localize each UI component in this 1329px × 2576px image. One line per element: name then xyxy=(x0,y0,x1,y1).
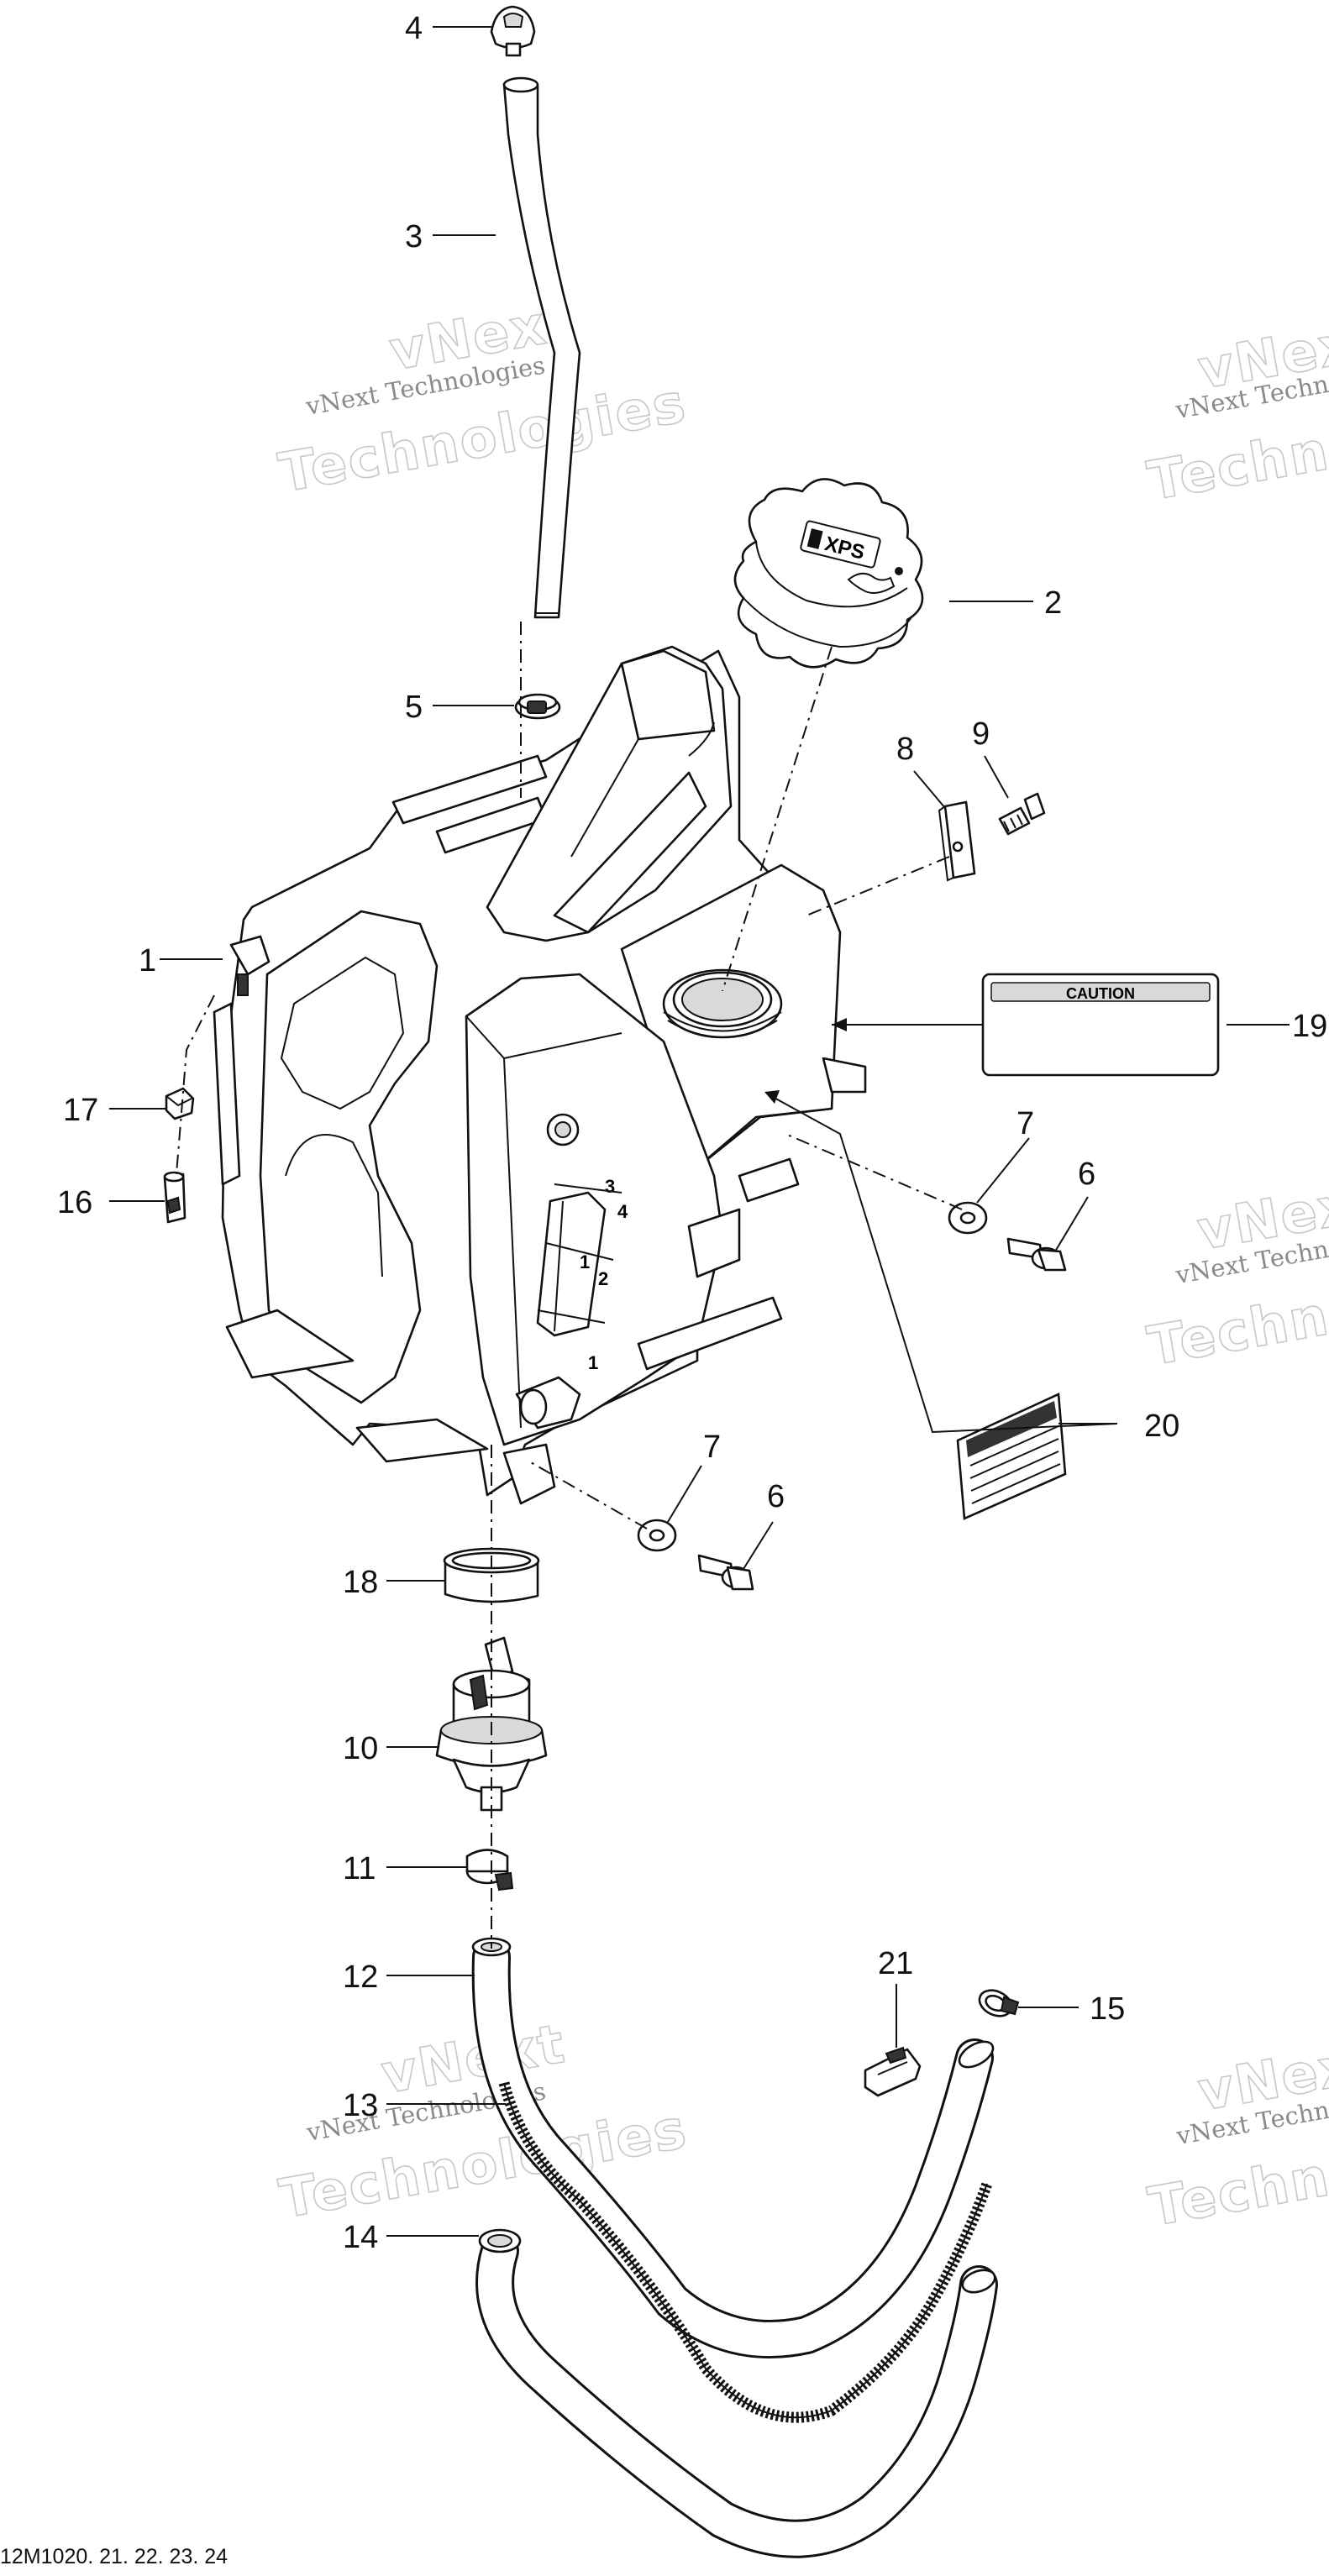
callout-15: 15 xyxy=(1090,1991,1125,2027)
callout-11: 11 xyxy=(343,1851,376,1886)
part-14-hose xyxy=(475,2228,998,2558)
callout-9: 9 xyxy=(972,716,990,752)
part-5-clamp xyxy=(514,693,561,720)
svg-text:1: 1 xyxy=(580,1251,590,1272)
caution-label-text: CAUTION xyxy=(1066,985,1135,1002)
callout-2: 2 xyxy=(1044,585,1062,621)
callout-17: 17 xyxy=(63,1093,98,1128)
callout-18: 18 xyxy=(343,1565,378,1600)
callout-leaders xyxy=(109,26,1290,2237)
svg-text:1: 1 xyxy=(588,1352,598,1373)
part-1-oil-tank: 3 4 1 2 1 xyxy=(213,645,867,1505)
part-8-bracket xyxy=(938,800,976,882)
part-3-vent-hose xyxy=(502,76,581,619)
callout-14: 14 xyxy=(343,2220,378,2255)
watermark-group: vNext vNext Technologies Technologies xyxy=(1143,1169,1329,1379)
part-7-washer xyxy=(637,1519,677,1552)
part-12-hose xyxy=(471,1937,995,2358)
part-2-oil-cap: XPS xyxy=(733,478,924,669)
callout-6: 6 xyxy=(767,1479,785,1514)
callout-8: 8 xyxy=(896,732,914,767)
assembly-lines xyxy=(176,622,963,1949)
part-11-clamp xyxy=(465,1849,514,1891)
watermark-group: vNext vNext Technologies Technologies xyxy=(1143,308,1329,514)
callout-10: 10 xyxy=(343,1731,378,1766)
watermark-group: vNext vNext Technologies Technologies xyxy=(275,2012,693,2232)
figure-id: 12M1020. 21. 22. 23. 24 xyxy=(0,2545,228,2568)
svg-text:2: 2 xyxy=(598,1268,608,1289)
callout-21: 20 xyxy=(1144,1409,1179,1444)
cap-logo-badge: XPS xyxy=(800,520,881,569)
callout-numbers: 4 3 2 5 8 9 19 1 17 16 7 6 20 7 6 18 10 … xyxy=(57,11,1327,2255)
watermark-group: vNext vNext Technologies Technologies xyxy=(274,289,692,506)
part-19-clip xyxy=(864,2046,922,2097)
callout-19: 21 xyxy=(878,1946,913,1981)
callout-4: 4 xyxy=(405,11,423,46)
part-16-fitting xyxy=(163,1171,186,1224)
callout-6: 6 xyxy=(1078,1157,1095,1192)
svg-text:3: 3 xyxy=(605,1176,615,1197)
svg-text:4: 4 xyxy=(617,1201,628,1222)
part-6-bolt xyxy=(1006,1237,1067,1272)
callout-12: 12 xyxy=(343,1960,378,1995)
part-4-vent-fitting xyxy=(490,5,536,57)
callout-16: 16 xyxy=(57,1185,92,1220)
callout-3: 3 xyxy=(405,219,423,254)
part-7-washer xyxy=(948,1201,988,1235)
callout-20: 19 xyxy=(1292,1009,1327,1044)
callout-7: 7 xyxy=(1016,1106,1034,1141)
part-6-bolt xyxy=(697,1554,754,1591)
callout-13: 13 xyxy=(343,2088,378,2123)
watermark-group: vNext vNext Technologies Technologies xyxy=(1143,2030,1329,2240)
part-13-spring xyxy=(498,2081,993,2423)
callout-7: 7 xyxy=(703,1430,721,1465)
callout-5: 5 xyxy=(405,690,423,725)
part-9-bolt xyxy=(998,792,1046,836)
part-15-clamp xyxy=(978,1989,1020,2017)
part-21-warning-label xyxy=(956,1393,1067,1520)
part-20-caution-label: CAUTION xyxy=(981,973,1220,1077)
callout-1: 1 xyxy=(139,943,156,978)
part-17-clip xyxy=(165,1087,195,1120)
